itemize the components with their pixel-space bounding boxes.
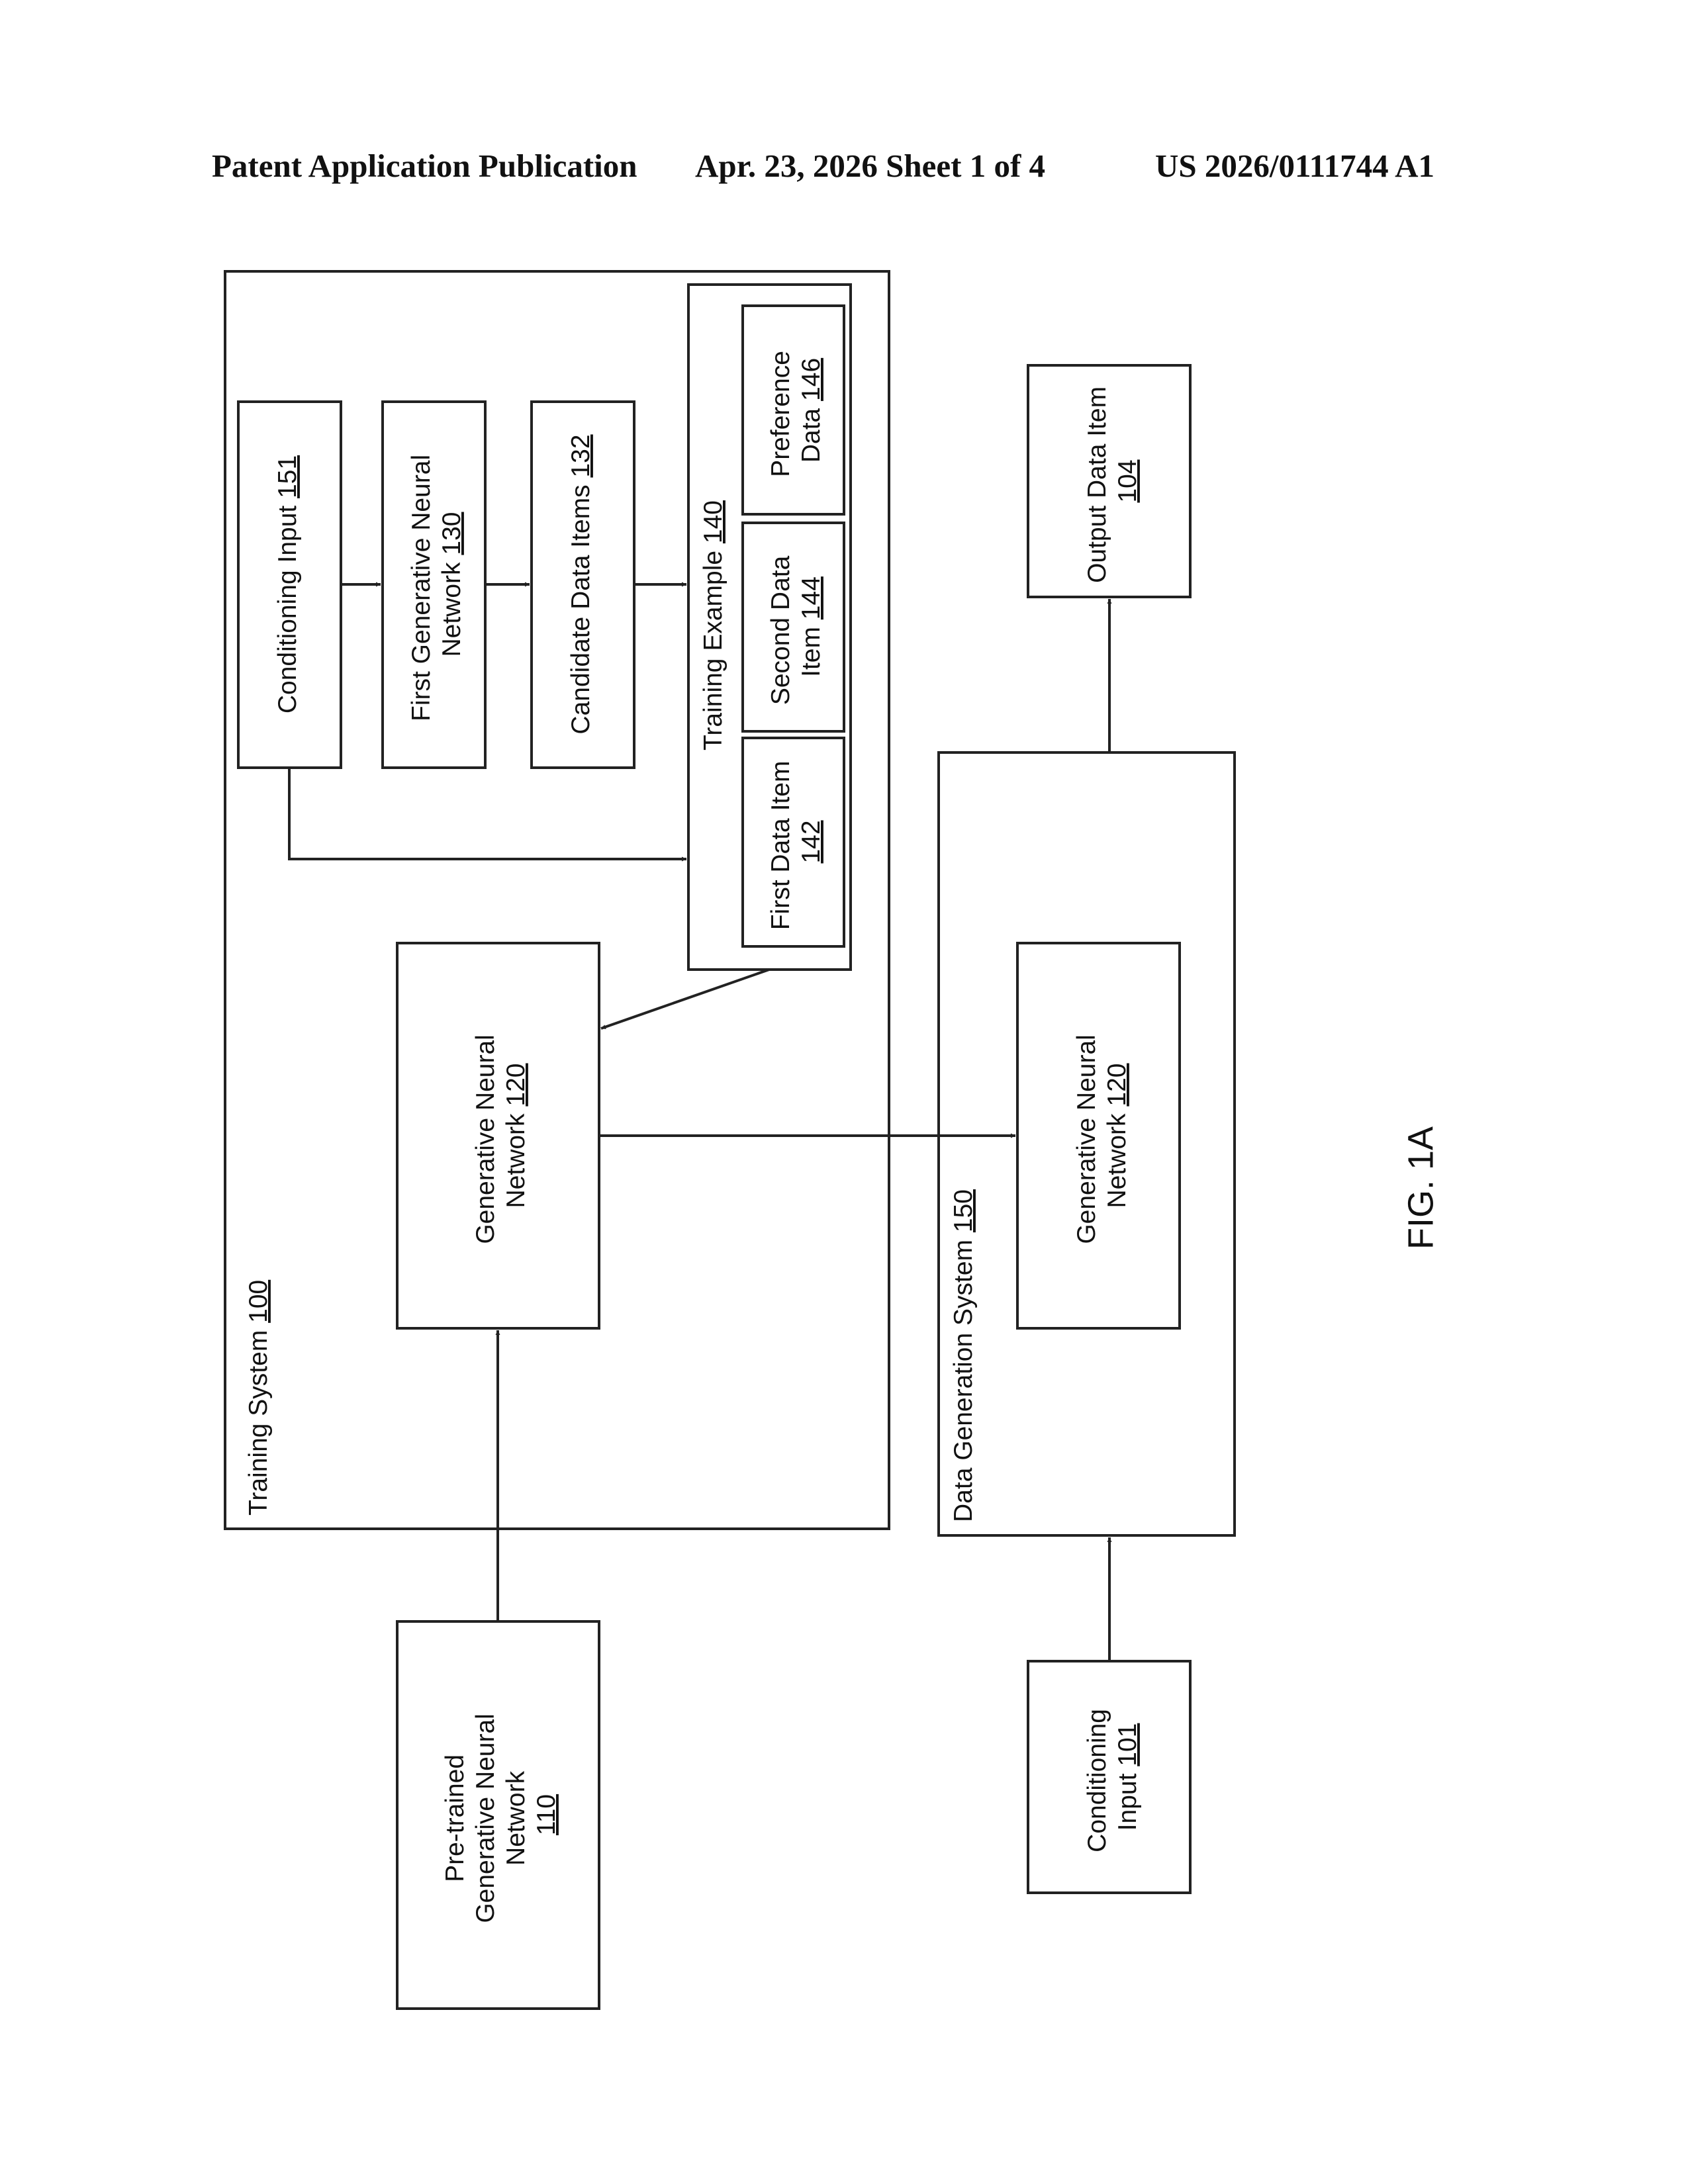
conditioning-input-151-ref: 151 [273, 455, 302, 498]
output-data-item-ref: 104 [1113, 459, 1142, 502]
data-generation-system-label: Data Generation System [949, 1240, 978, 1522]
output-data-item-label: Output Data Item [1083, 387, 1111, 583]
output-data-item-box: Output Data Item 104 [1028, 365, 1190, 597]
arrow-training-example-to-generative-nn [601, 970, 769, 1028]
svg-text:Pre-trained Generative N: Pre-trained Generative Neural Network 11… [441, 1706, 561, 1923]
generative-nn-generation-line1: Generative Neural [1072, 1034, 1101, 1244]
svg-text:Data Generation System: Data Generation System 150 [949, 1189, 978, 1522]
figure-label: FIG. 1A [1401, 1126, 1440, 1250]
first-generative-nn-box: First Generative Neural Network 130 [383, 402, 485, 768]
first-generative-nn-line1: First Generative Neural [407, 455, 436, 721]
pretrained-nn-line2: Generative Neural [471, 1713, 500, 1923]
arrow-conditioning-to-training-example [289, 768, 686, 859]
svg-text:Conditioning Input 101: Conditioning Input 101 [1083, 1702, 1142, 1852]
svg-text:Preference Data 146: Preference Data 146 [767, 343, 825, 477]
second-data-item-box: Second Data Item 144 [743, 523, 844, 731]
svg-text:First Generative Neural: First Generative Neural Network 130 [407, 447, 466, 721]
conditioning-input-101-line2: Input [1113, 1773, 1142, 1831]
generative-nn-training-box: Generative Neural Network 120 [397, 943, 599, 1328]
svg-text:Second Data Item 144: Second Data Item 144 [767, 549, 825, 705]
first-data-item-label: First Data Item [767, 761, 795, 931]
second-data-item-line2: Item [797, 627, 825, 677]
generative-nn-training-line1: Generative Neural [471, 1034, 500, 1244]
svg-text:Generative Neural Networ: Generative Neural Network 120 [1072, 1027, 1131, 1244]
preference-data-box: Preference Data 146 [743, 306, 844, 514]
svg-text:Candidate Data Items: Candidate Data Items 132 [567, 434, 595, 734]
svg-text:Training System: Training System 100 [244, 1280, 273, 1516]
conditioning-input-151-label: Conditioning Input [273, 506, 302, 714]
data-generation-system-ref: 150 [949, 1189, 978, 1232]
conditioning-input-101-ref: 101 [1113, 1723, 1142, 1766]
pretrained-nn-ref: 110 [532, 1794, 561, 1835]
svg-text:Training Example: Training Example 140 [699, 500, 727, 751]
generative-nn-training-line2: Network [502, 1113, 530, 1208]
second-data-item-line1: Second Data [767, 555, 795, 705]
second-data-item-ref: 144 [797, 576, 825, 619]
first-data-item-box: First Data Item 142 [743, 738, 844, 946]
conditioning-input-151-box: Conditioning Input 151 [238, 402, 341, 768]
first-data-item-ref: 142 [797, 820, 825, 863]
svg-text:Generative Neural Networ: Generative Neural Network 120 [471, 1027, 530, 1244]
generative-nn-generation-line2: Network [1103, 1113, 1131, 1208]
pretrained-nn-line3: Network [502, 1770, 530, 1866]
first-generative-nn-ref: 130 [438, 512, 466, 555]
generative-nn-generation-box: Generative Neural Network 120 [1017, 943, 1180, 1328]
candidate-data-items-ref: 132 [567, 434, 595, 477]
svg-text:Output Data Item 104: Output Data Item 104 [1083, 379, 1142, 583]
preference-data-line1: Preference [767, 351, 795, 477]
preference-data-ref: 146 [797, 358, 825, 401]
conditioning-input-101-line1: Conditioning [1083, 1709, 1111, 1852]
candidate-data-items-box: Candidate Data Items 132 [532, 402, 634, 768]
conditioning-input-101-box: Conditioning Input 101 [1028, 1661, 1190, 1893]
training-example-ref: 140 [699, 500, 727, 543]
pretrained-nn-box: Pre-trained Generative Neural Network 11… [397, 1621, 599, 2009]
svg-text:Conditioning Input: Conditioning Input 151 [273, 455, 302, 713]
svg-text:First Data Item 142: First Data Item 142 [767, 754, 825, 931]
pretrained-nn-line1: Pre-trained [441, 1754, 469, 1882]
generative-nn-generation-ref: 120 [1103, 1064, 1131, 1107]
preference-data-line2: Data [797, 408, 825, 463]
first-generative-nn-line2: Network [438, 562, 466, 657]
training-system-ref: 100 [244, 1280, 273, 1323]
training-example-label: Training Example [699, 551, 727, 751]
training-system-label: Training System [244, 1330, 273, 1516]
generative-nn-training-ref: 120 [502, 1064, 530, 1107]
candidate-data-items-label: Candidate Data Items [567, 484, 595, 734]
